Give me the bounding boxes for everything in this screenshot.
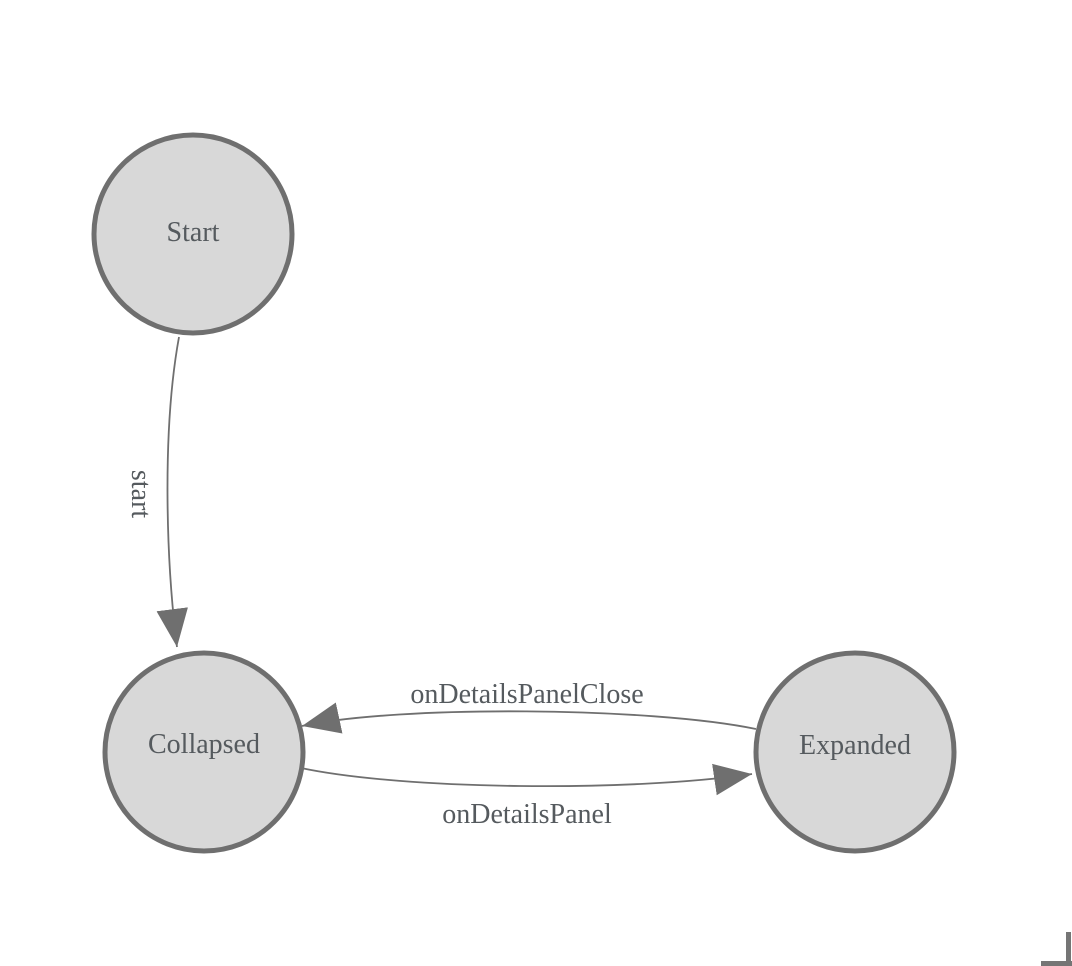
horizontal-scrollbar-thumb[interactable]: [1041, 961, 1072, 966]
transition-label-ondetailspanelclose[interactable]: onDetailsPanelClose: [410, 679, 643, 710]
state-label-collapsed: Collapsed: [148, 729, 260, 760]
transition-start-to-collapsed: start: [125, 336, 188, 648]
vertical-scrollbar-thumb[interactable]: [1066, 932, 1071, 966]
transition-path-start: [156, 336, 188, 648]
state-circle-start[interactable]: [91, 132, 295, 336]
state-node-collapsed[interactable]: Collapsed: [102, 650, 306, 854]
transition-label-ondetailspanel[interactable]: onDetailsPanel: [442, 799, 612, 830]
state-label-start: Start: [167, 217, 220, 248]
transition-label-start[interactable]: start: [125, 470, 156, 518]
transition-expanded-to-collapsed: onDetailsPanelClose: [301, 679, 757, 734]
state-node-start[interactable]: Start: [91, 132, 295, 336]
state-label-expanded: Expanded: [799, 730, 911, 761]
state-circle-expanded[interactable]: [753, 650, 957, 854]
state-node-expanded[interactable]: Expanded: [753, 650, 957, 854]
transition-path-ondetailspanel: [300, 763, 753, 796]
state-circle-collapsed[interactable]: [102, 650, 306, 854]
transition-path-ondetailspanelclose: [301, 702, 757, 734]
transition-collapsed-to-expanded: onDetailsPanel: [300, 763, 753, 830]
